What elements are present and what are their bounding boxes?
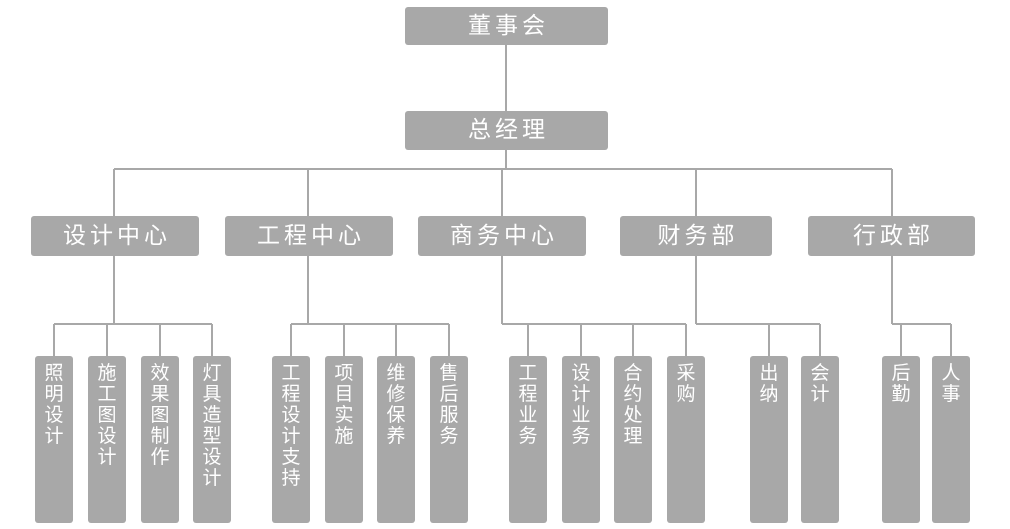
node-human-resources[interactable]: 人事 [932,356,970,523]
node-project-implementation-label: 项目实施 [334,362,354,447]
node-general-manager-label: 总经理 [468,117,549,143]
node-business-center-label: 商务中心 [450,222,558,249]
node-engineering-design-support[interactable]: 工程设计支持 [272,356,310,523]
node-luminaire-styling-design-label: 灯具造型设计 [202,362,222,489]
node-design-business-label: 设计业务 [571,362,591,447]
node-engineering-center[interactable]: 工程中心 [225,216,393,256]
node-cashier-label: 出纳 [759,362,779,405]
node-maintenance-upkeep[interactable]: 维修保养 [377,356,415,523]
node-construction-drawing-design-label: 施工图设计 [97,362,117,468]
node-board-label: 董事会 [468,12,549,39]
node-procurement-label: 采购 [676,362,696,405]
node-engineering-center-label: 工程中心 [257,222,365,249]
node-finance-department-label: 财务部 [657,222,739,249]
node-board[interactable]: 董事会 [405,7,608,45]
node-contract-processing[interactable]: 合约处理 [614,356,652,523]
node-project-implementation[interactable]: 项目实施 [325,356,363,523]
node-engineering-business-label: 工程业务 [518,362,538,447]
node-finance-department[interactable]: 财务部 [620,216,772,256]
node-rendering-production-label: 效果图制作 [150,362,170,468]
node-human-resources-label: 人事 [941,362,961,405]
node-administration-department[interactable]: 行政部 [808,216,975,256]
node-luminaire-styling-design[interactable]: 灯具造型设计 [193,356,231,523]
node-engineering-business[interactable]: 工程业务 [509,356,547,523]
node-design-business[interactable]: 设计业务 [562,356,600,523]
node-maintenance-upkeep-label: 维修保养 [386,362,406,447]
node-business-center[interactable]: 商务中心 [418,216,586,256]
node-cashier[interactable]: 出纳 [750,356,788,523]
node-general-manager[interactable]: 总经理 [405,111,608,150]
node-lighting-design[interactable]: 照明设计 [35,356,73,523]
node-logistics[interactable]: 后勤 [882,356,920,523]
node-lighting-design-label: 照明设计 [44,362,64,447]
node-accounting-label: 会计 [810,362,830,405]
node-engineering-design-support-label: 工程设计支持 [281,362,301,489]
node-after-sales-service-label: 售后服务 [439,362,459,447]
node-accounting[interactable]: 会计 [801,356,839,523]
node-after-sales-service[interactable]: 售后服务 [430,356,468,523]
node-design-center-label: 设计中心 [63,222,171,249]
node-construction-drawing-design[interactable]: 施工图设计 [88,356,126,523]
node-rendering-production[interactable]: 效果图制作 [141,356,179,523]
node-administration-department-label: 行政部 [853,222,934,249]
node-contract-processing-label: 合约处理 [623,362,643,447]
node-design-center[interactable]: 设计中心 [31,216,199,256]
node-logistics-label: 后勤 [891,362,911,405]
node-procurement[interactable]: 采购 [667,356,705,523]
